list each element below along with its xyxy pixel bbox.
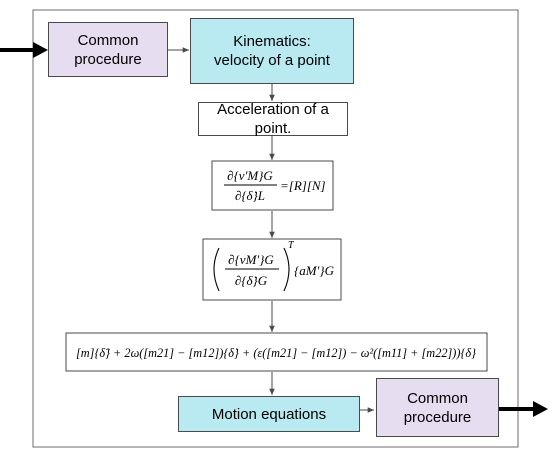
common-procedure-output-box: Common procedure [376, 378, 499, 437]
motion-equations-box: Motion equations [178, 396, 360, 432]
motion-equations-label: Motion equations [211, 405, 327, 423]
formula2-right-paren [283, 247, 290, 292]
acceleration-label: Acceleration of a point. [217, 101, 329, 137]
common-procedure-input-line1: Common [77, 31, 139, 49]
formula1-numerator: ∂{v′M}G [227, 168, 273, 183]
formula2-numerator: ∂{vM′}G [228, 252, 274, 267]
formula1-box [211, 160, 334, 211]
acceleration-box: Acceleration of a point. [198, 101, 348, 137]
formula1-rhs: =[R][N] [280, 178, 326, 193]
common-procedure-input-line2: procedure [74, 50, 142, 68]
motion-eq-formula: [m]{δ̈} + 2ω([m21] − [m12]){δ̇} + (ε([m2… [76, 346, 476, 360]
outer-frame [32, 9, 519, 448]
output-arrow [499, 401, 548, 417]
formula1: ∂{v′M}G ∂{δ̇}L =[R][N] [224, 168, 326, 203]
formula2-left-paren [213, 247, 220, 292]
common-procedure-output-line2: procedure [403, 408, 472, 426]
input-arrow [0, 42, 48, 58]
motion-eq-box [65, 332, 488, 372]
kinematics-box: Kinematics: velocity of a point [190, 18, 354, 84]
formula2-transpose: T [288, 240, 295, 251]
common-procedure-output-line1: Common [407, 389, 468, 407]
formula2-box [202, 238, 342, 301]
formula2: ∂{vM′}G ∂{δ̇}G T {aM′}G [213, 240, 335, 292]
kinematics-line1: Kinematics: [233, 33, 311, 50]
formula1-denominator: ∂{δ̇}L [235, 188, 265, 203]
kinematics-line2: velocity of a point [214, 52, 330, 69]
formula2-tail: {aM′}G [294, 263, 335, 278]
common-procedure-input-box: Common procedure [48, 22, 168, 77]
formula2-denominator: ∂{δ̇}G [235, 273, 268, 288]
